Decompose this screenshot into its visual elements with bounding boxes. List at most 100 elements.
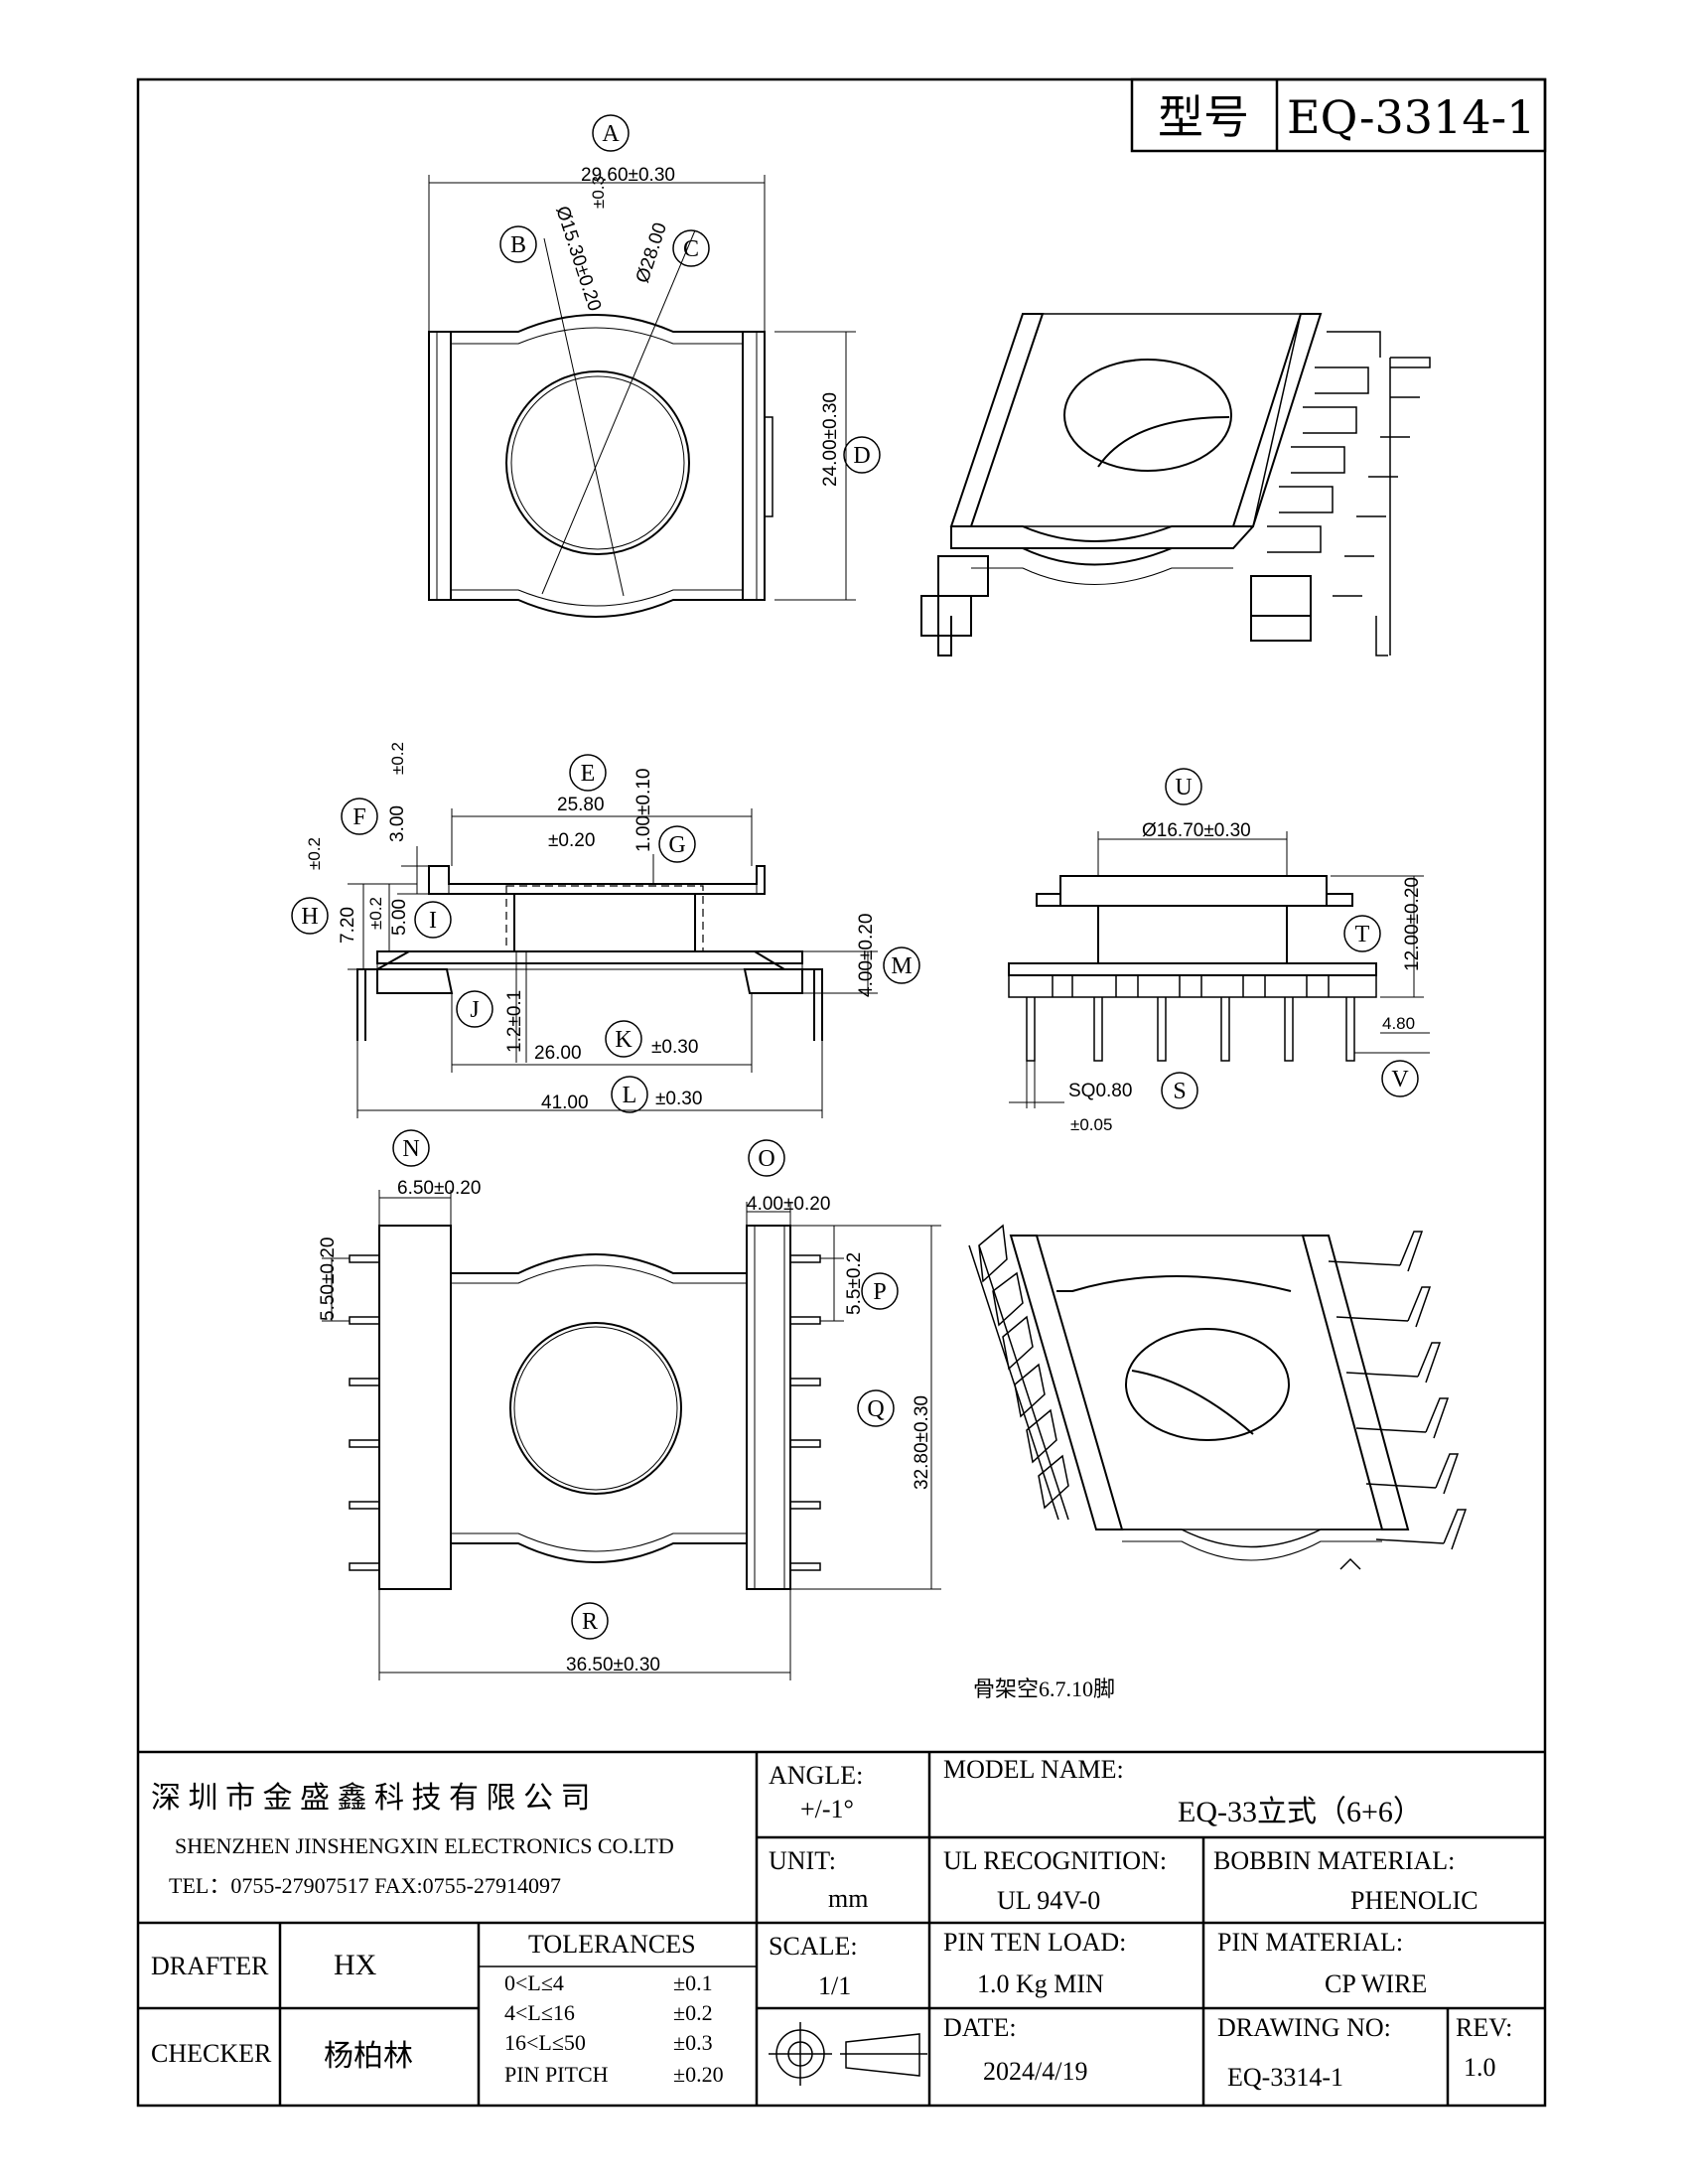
model-name-label: MODEL NAME: (943, 1755, 1124, 1784)
callout-k: K (605, 1020, 642, 1058)
dim-left-pitch: 5.50±0.20 (318, 1238, 339, 1321)
callout-letter: Q (867, 1396, 884, 1422)
unit-value: mm (828, 1884, 868, 1913)
projection-symbol (769, 2022, 927, 2086)
callout-letter: N (402, 1136, 419, 1162)
dim-M: 4.00±0.20 (856, 914, 877, 997)
dim-L: 41.00 (541, 1092, 589, 1113)
scale-label: SCALE: (769, 1932, 858, 1961)
callout-letter: E (581, 761, 596, 787)
callout-letter: J (470, 997, 479, 1023)
dim-R: 36.50±0.30 (566, 1655, 660, 1675)
tolerance-value: ±0.20 (673, 2062, 724, 2087)
checker-value: 杨柏林 (324, 2040, 413, 2073)
callout-letter: L (623, 1083, 637, 1108)
model-box-value: EQ-3314-1 (1287, 90, 1535, 144)
dim-E: 25.80 (557, 795, 605, 815)
dim-P: 5.5±0.2 (844, 1252, 865, 1315)
callout-r: R (571, 1602, 609, 1640)
callout-letter: O (758, 1146, 774, 1172)
dim-F: 3.00 (387, 805, 408, 842)
callout-q: Q (857, 1389, 895, 1427)
tolerance-value: ±0.3 (673, 2030, 713, 2055)
bottom-view (349, 1225, 821, 1590)
model-box-label: 型号 (1158, 90, 1249, 144)
company-cn: 深 圳 市 金 盛 鑫 科 技 有 限 公 司 (151, 1782, 591, 1815)
ul-label: UL RECOGNITION: (943, 1846, 1167, 1875)
dim-C-tol: ±0.3 (589, 176, 608, 209)
callout-letter: I (429, 908, 437, 934)
callout-letter: S (1173, 1079, 1186, 1104)
bottom-view-dims (322, 1190, 941, 1680)
callout-l: L (611, 1076, 648, 1113)
callout-i: I (414, 901, 452, 939)
pin-material-label: PIN MATERIAL: (1217, 1928, 1403, 1957)
callout-c: C (672, 229, 710, 267)
rev-label: REV: (1456, 2013, 1512, 2042)
callout-j: J (456, 990, 493, 1028)
callout-letter: K (615, 1027, 633, 1053)
callout-letter: F (352, 804, 365, 830)
top-view (428, 314, 773, 618)
drafter-label: DRAFTER (151, 1952, 269, 1980)
callout-letter: A (602, 121, 620, 147)
callout-e: E (569, 754, 607, 792)
callout-letter: V (1391, 1067, 1409, 1092)
dim-O: 4.00±0.20 (747, 1194, 830, 1215)
callout-letter: T (1355, 922, 1370, 947)
callout-letter: D (853, 443, 870, 469)
drawing-no-value: EQ-3314-1 (1227, 2063, 1343, 2092)
tolerance-range: 16<L≤50 (504, 2030, 586, 2055)
pin-load-value: 1.0 Kg MIN (977, 1969, 1104, 1998)
callout-letter: H (301, 904, 318, 930)
callout-u: U (1165, 768, 1202, 805)
bobbin-value: PHENOLIC (1350, 1886, 1478, 1915)
dim-F-tol: ±0.2 (388, 742, 407, 775)
side-view (1008, 875, 1377, 1062)
sheet-border (136, 77, 1547, 2108)
checker-label: CHECKER (151, 2039, 272, 2068)
angle-value: +/-1° (800, 1795, 854, 1823)
date-value: 2024/4/19 (983, 2057, 1087, 2086)
pin-load-label: PIN TEN LOAD: (943, 1928, 1126, 1957)
scale-value: 1/1 (818, 1971, 851, 2000)
tolerance-range: PIN PITCH (504, 2062, 609, 2087)
unit-label: UNIT: (769, 1846, 836, 1875)
callout-o: O (748, 1139, 785, 1177)
dim-B: Ø15.30±0.20 (551, 204, 605, 314)
callout-s: S (1161, 1072, 1198, 1109)
callout-letter: B (510, 232, 526, 258)
dim-H: 7.20 (338, 907, 358, 944)
pin-material-value: CP WIRE (1325, 1969, 1427, 1998)
dim-I: 5.00 (389, 899, 410, 936)
callout-n: N (392, 1129, 430, 1167)
callout-f: F (341, 798, 378, 835)
note-empty-pins: 骨架空6.7.10脚 (973, 1676, 1115, 1701)
dim-G: 1.00±0.10 (633, 769, 654, 852)
callout-letter: G (668, 832, 685, 858)
callout-v: V (1381, 1060, 1419, 1097)
callout-letter: C (683, 236, 699, 262)
company-contact: TEL：0755-27907517 FAX:0755-27914097 (169, 1873, 561, 1898)
callout-letter: M (891, 953, 912, 979)
dim-C: Ø28.00 (633, 220, 671, 286)
title-block (138, 1750, 1545, 2106)
side-view-dims (1009, 831, 1430, 1108)
top-view-dims (428, 175, 856, 601)
callout-g: G (658, 825, 696, 863)
bobbin-label: BOBBIN MATERIAL: (1213, 1846, 1455, 1875)
drawing-no-label: DRAWING NO: (1217, 2013, 1391, 2042)
callout-b: B (499, 225, 537, 263)
dim-T: 12.00±0.20 (1402, 877, 1423, 971)
tolerance-value: ±0.1 (673, 1970, 713, 1995)
dim-U: Ø16.70±0.30 (1142, 820, 1251, 841)
iso-view-bottom (968, 1224, 1468, 1570)
iso-view-top (920, 313, 1431, 656)
dim-E-tol: ±0.20 (548, 830, 595, 851)
model-box: 型号 EQ-3314-1 (1130, 77, 1547, 153)
callout-letter: R (582, 1609, 598, 1635)
tolerances-title: TOLERANCES (528, 1930, 696, 1959)
dim-V: 4.80 (1382, 1014, 1415, 1033)
